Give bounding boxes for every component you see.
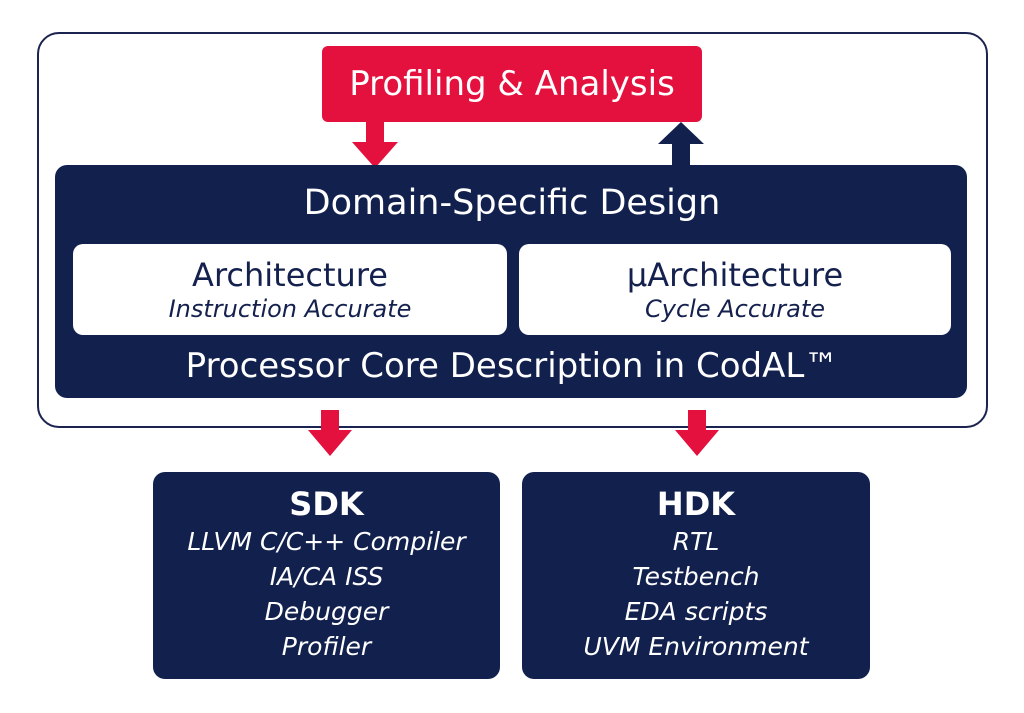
sdk-box: SDK LLVM C/C++ Compiler IA/CA ISS Debugg… <box>153 472 500 679</box>
profiling-analysis-label: Profiling & Analysis <box>349 64 675 104</box>
arrow-down-hdk-icon <box>675 410 719 456</box>
microarchitecture-subtitle: Cycle Accurate <box>645 294 825 323</box>
hdk-box: HDK RTL Testbench EDA scripts UVM Enviro… <box>522 472 870 679</box>
sdk-item: Profiler <box>281 632 372 661</box>
architecture-subtitle: Instruction Accurate <box>168 294 412 323</box>
profiling-analysis-box: Profiling & Analysis <box>322 46 702 122</box>
arrow-down-red-icon <box>352 122 398 168</box>
core-description-label: Processor Core Description in CodAL™ <box>185 346 839 386</box>
sdk-item: LLVM C/C++ Compiler <box>187 527 466 556</box>
microarchitecture-box: µArchitecture Cycle Accurate <box>519 244 951 335</box>
sdk-item: IA/CA ISS <box>269 562 384 591</box>
arrow-down-sdk-icon <box>308 410 352 456</box>
sdk-title: SDK <box>289 485 364 523</box>
architecture-box: Architecture Instruction Accurate <box>73 244 507 335</box>
hdk-item: RTL <box>672 527 720 556</box>
hdk-title: HDK <box>656 485 736 523</box>
architecture-title: Architecture <box>192 255 388 294</box>
hdk-item: UVM Environment <box>583 632 809 661</box>
hdk-item: Testbench <box>632 562 760 591</box>
hdk-item: EDA scripts <box>624 597 768 626</box>
arrow-up-navy-icon <box>658 122 704 166</box>
sdk-item: Debugger <box>264 597 389 626</box>
microarchitecture-title: µArchitecture <box>626 255 844 294</box>
domain-specific-design-title: Domain-Specific Design <box>303 183 721 223</box>
